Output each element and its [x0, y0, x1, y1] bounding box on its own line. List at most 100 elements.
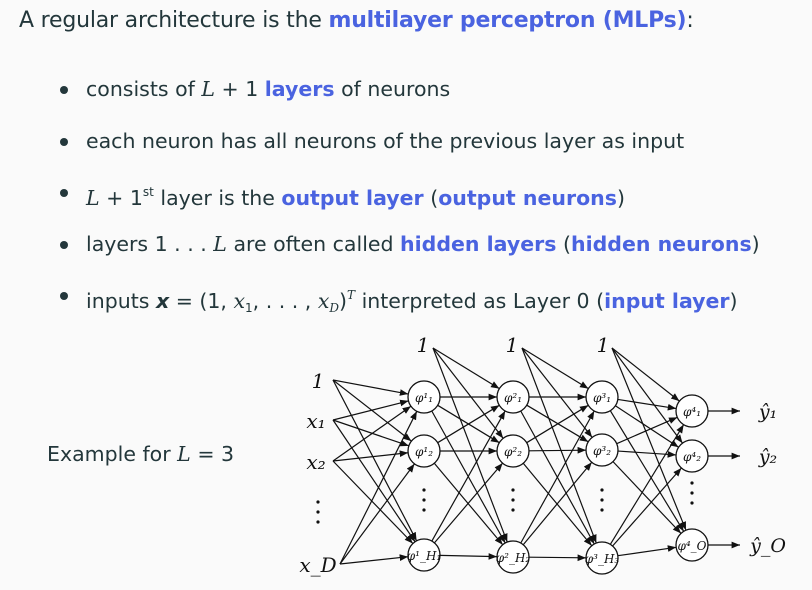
- connection-edge: [332, 379, 418, 542]
- connection-edge: [332, 399, 409, 421]
- connection-edge: [522, 462, 593, 547]
- neuron-label: φ³_H₃: [585, 552, 620, 566]
- connection-edge: [432, 347, 500, 390]
- connection-edge: [522, 461, 593, 546]
- connection-edge: [433, 462, 504, 546]
- bullet-text: L: [213, 231, 227, 256]
- connection-edge: [528, 446, 587, 454]
- bullet-item: L + 1st layer is the output layer (outpu…: [60, 177, 760, 229]
- bullet-text: interpreted as Layer 0 (: [355, 289, 605, 313]
- connection-edge: [339, 463, 415, 565]
- example-label: Example for L = 3: [47, 442, 234, 466]
- bullet-text: T: [347, 288, 356, 302]
- connection-edge: [617, 450, 677, 458]
- connection-edge: [332, 460, 414, 544]
- connection-edge: [521, 347, 597, 544]
- highlight-term: output neurons: [438, 186, 617, 210]
- ellipsis-dot: [316, 500, 320, 504]
- connection-edge: [339, 554, 409, 565]
- neuron-label: φ²₁: [504, 391, 522, 405]
- bullet-text: (: [556, 231, 571, 256]
- neuron-l1: [407, 434, 441, 468]
- connection-edge: [612, 461, 682, 534]
- connection-edge: [439, 553, 498, 560]
- ellipsis-dot: [316, 520, 320, 524]
- neuron-label: φ¹_H₁: [407, 549, 442, 563]
- bullet-text: x: [155, 289, 170, 313]
- ellipsis-dot: [600, 498, 604, 502]
- neuron-l2: [496, 434, 530, 468]
- bullet-text: x: [317, 289, 330, 313]
- neuron-label: φ²₂: [504, 445, 522, 459]
- bullet-text: ): [339, 289, 348, 313]
- neuron-label: φ⁴₁: [683, 405, 701, 419]
- bias-label: 1: [506, 333, 519, 357]
- connection-edge: [332, 419, 416, 543]
- connection-edge: [433, 462, 504, 544]
- bullet-text: st: [142, 185, 154, 199]
- ellipsis-dot: [422, 498, 426, 502]
- ellipsis-dot: [690, 481, 694, 485]
- connection-edge: [520, 410, 595, 544]
- neuron-l2: [496, 540, 530, 574]
- bullet-text: D: [329, 301, 340, 315]
- neuron-label: φ³₂: [593, 444, 611, 458]
- connection-edge: [528, 554, 587, 562]
- bullet-text: L: [201, 77, 215, 101]
- neuron-label: φ⁴₂: [683, 450, 701, 464]
- input-label: x₁: [306, 409, 325, 433]
- highlight-term: hidden layers: [400, 231, 557, 256]
- ellipsis-dot: [600, 488, 604, 492]
- bullet-text: consists of: [86, 77, 202, 101]
- bullet-text: = (1,: [169, 289, 234, 313]
- ellipsis-dot: [422, 488, 426, 492]
- input-label: x₂: [306, 450, 325, 474]
- title-prefix: A regular architecture is the: [19, 8, 329, 33]
- connection-edge: [332, 379, 409, 396]
- bullet-text: L: [86, 186, 100, 210]
- neuron-l1: [407, 538, 441, 572]
- connection-edge: [431, 410, 506, 542]
- connection-edge: [617, 398, 677, 411]
- connection-edge: [432, 347, 504, 439]
- bullet-item: layers 1 . . . L are often called hidden…: [60, 229, 760, 281]
- connection-edge: [609, 410, 685, 532]
- ellipsis-dot: [600, 508, 604, 512]
- bullet-text: each neuron has all neurons of the previ…: [86, 128, 685, 153]
- connection-edge: [521, 347, 593, 438]
- highlight-term: layers: [264, 77, 335, 101]
- input-label: x_D: [299, 553, 336, 577]
- ellipsis-dot: [422, 508, 426, 512]
- connection-edge: [617, 545, 677, 557]
- slide-title: A regular architecture is the multilayer…: [19, 8, 694, 33]
- neuron-label: φ¹₂: [415, 445, 433, 459]
- output-label: ŷ_O: [749, 535, 786, 557]
- bullet-text: layers 1 . . .: [86, 231, 214, 256]
- connection-edge: [339, 411, 418, 565]
- ellipsis-dot: [511, 508, 515, 512]
- bullet-text: are often called: [226, 231, 401, 256]
- neuron-l3: [585, 380, 619, 414]
- neuron-label: φ⁴_O: [677, 539, 706, 553]
- connection-edge: [611, 347, 683, 444]
- neuron-l3: [585, 433, 619, 467]
- bias-label: 1: [417, 333, 430, 357]
- highlight-term: input layer: [604, 289, 730, 313]
- input-label: 1: [312, 369, 325, 393]
- connection-edge: [526, 404, 589, 444]
- bullet-text: ): [729, 289, 738, 313]
- connection-edge: [611, 347, 687, 531]
- bullet-text: (: [423, 186, 439, 210]
- ellipsis-dot: [511, 498, 515, 502]
- neuron-l4: [675, 394, 709, 428]
- neuron-l1: [407, 380, 441, 414]
- title-suffix: :: [686, 8, 694, 33]
- connection-edge: [612, 467, 682, 547]
- example-eq: = 3: [190, 442, 235, 466]
- ellipsis-dot: [690, 491, 694, 495]
- bullet-item: inputs x = (1, x1, . . . , xD)T interpre…: [60, 280, 760, 332]
- highlight-term: hidden neurons: [570, 231, 752, 256]
- neuron-label: φ¹₁: [415, 391, 433, 405]
- bullet-text: ): [751, 231, 760, 256]
